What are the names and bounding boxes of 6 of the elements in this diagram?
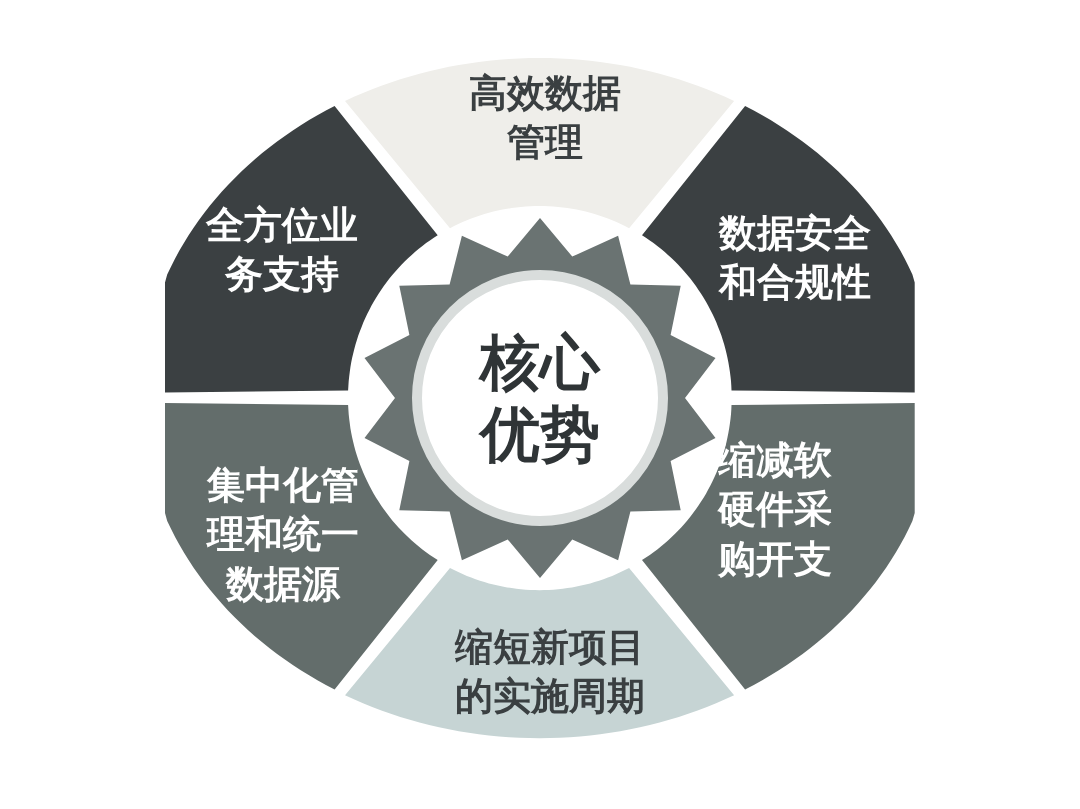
segment-label: 高效数据管理 xyxy=(468,69,622,166)
segment-label: 全方位业务支持 xyxy=(205,201,359,298)
segment-label: 集中化管理和统一数据源 xyxy=(205,461,360,608)
segment-label: 数据安全和合规性 xyxy=(717,209,872,306)
center-title: 核心优势 xyxy=(477,326,602,470)
segment-label: 缩短新项目的实施周期 xyxy=(453,623,646,720)
